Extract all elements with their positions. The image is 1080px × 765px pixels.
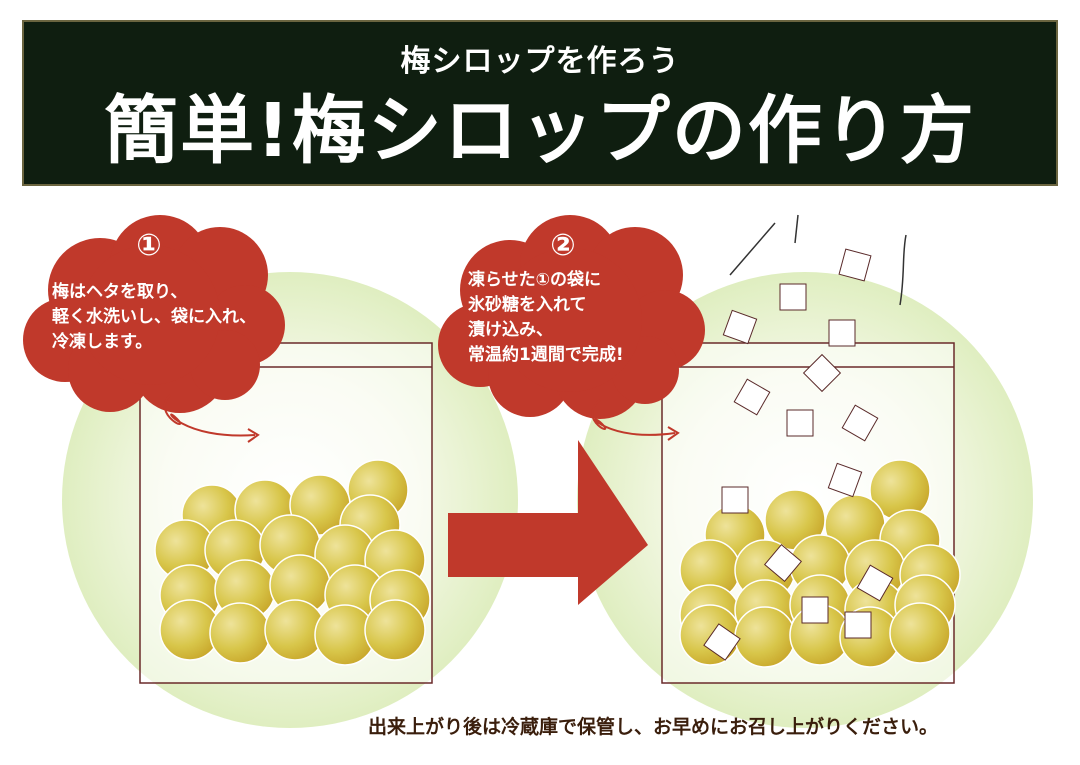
pointer-curl-head (247, 428, 260, 443)
plum-icon (364, 599, 426, 661)
ice-sugar-group (703, 248, 894, 661)
ice-sugar-icon (733, 378, 771, 416)
header-panel: 梅シロップを作ろう 簡単!梅シロップの作り方 (22, 20, 1058, 186)
ice-sugar-icon (722, 309, 758, 345)
step1-line: 軽く水洗いし、袋に入れ、 (52, 307, 257, 327)
ice-sugar-icon (786, 409, 814, 437)
footer-note: 出来上がり後は冷蔵庫で保管し、お早めにお召し上がりください。 (368, 716, 939, 738)
step1-text: 梅はヘタを取り、 軽く水洗いし、袋に入れ、 冷凍します。 (52, 280, 256, 355)
plum-icon (209, 602, 271, 664)
plum-icon (734, 606, 796, 668)
ice-sugar-icon (827, 462, 863, 498)
ice-sugar-icon (779, 283, 807, 311)
motion-lines (729, 214, 907, 306)
ice-sugar-icon (856, 564, 894, 602)
illustration-canvas (23, 214, 1033, 728)
arrow-icon (448, 440, 648, 605)
step1-number: ① (136, 228, 162, 263)
ice-sugar-icon (802, 353, 842, 393)
pointer-curl (163, 394, 256, 437)
ice-sugar-icon (721, 486, 749, 514)
pointer-curl-head (667, 426, 680, 441)
step2-line: 常温約1週間で完成! (468, 345, 624, 365)
speech-bubble-icon (438, 215, 705, 419)
plums-left (154, 459, 431, 666)
plum-icon (889, 602, 951, 664)
step2-line: 凍らせた①の袋に (468, 270, 602, 290)
pointer-curl (591, 399, 676, 436)
step2-number: ② (550, 228, 576, 263)
step1-line: 梅はヘタを取り、 (52, 282, 188, 302)
ice-sugar-icon (801, 596, 829, 624)
ice-sugar-icon (703, 623, 741, 661)
speech-bubble-icon (23, 215, 285, 413)
ice-sugar-icon (844, 611, 872, 639)
plums-right (679, 459, 961, 668)
step2-line: 氷砂糖を入れて (468, 295, 587, 315)
step1-line: 冷凍します。 (52, 332, 153, 352)
ice-sugar-icon (763, 543, 803, 583)
step2-line: 漬け込み、 (468, 320, 553, 340)
step2-text: 凍らせた①の袋に 氷砂糖を入れて 漬け込み、 常温約1週間で完成! (468, 268, 624, 368)
header: 梅シロップを作ろう 簡単!梅シロップの作り方 (0, 0, 1080, 205)
illustration (0, 205, 1080, 765)
page-title: 簡単!梅シロップの作り方 (104, 88, 976, 174)
ice-sugar-icon (841, 404, 879, 442)
subtitle: 梅シロップを作ろう (400, 44, 680, 79)
ice-sugar-icon (828, 319, 856, 347)
ice-sugar-icon (838, 248, 872, 282)
